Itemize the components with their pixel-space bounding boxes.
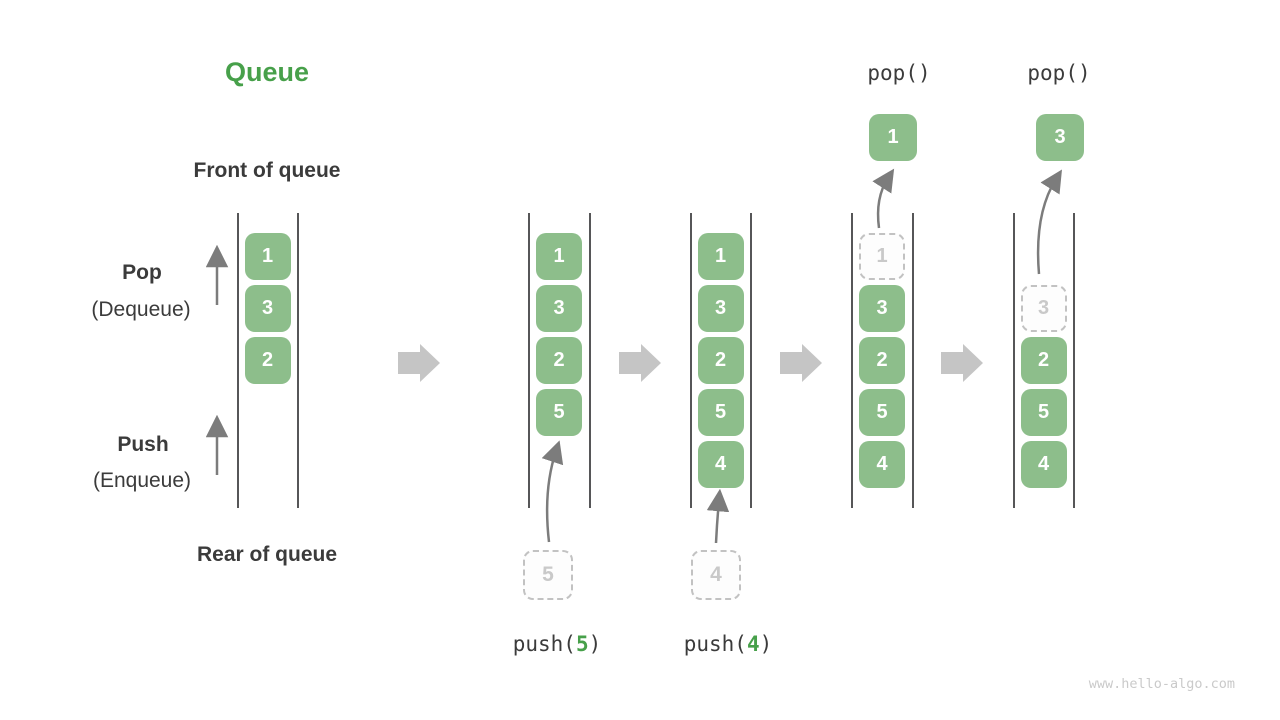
- pop-label: Pop: [122, 261, 162, 284]
- queue-item: 4: [697, 441, 744, 488]
- queue-item: 2: [859, 337, 905, 384]
- transition-arrow-icon: [780, 344, 822, 382]
- queue-item: 2: [536, 337, 582, 384]
- push-label: Push: [117, 433, 169, 456]
- queue-item: 1: [536, 233, 582, 280]
- queue-item: 4: [859, 441, 905, 488]
- queue-item: 2: [244, 337, 291, 384]
- incoming-item-dashed: 5: [523, 550, 573, 600]
- pop-1-arrow-icon: [872, 168, 895, 229]
- transition-arrow-icon: [619, 344, 661, 382]
- push-call-prefix: push(: [683, 632, 747, 656]
- push-call-label-2: push(4): [684, 632, 773, 656]
- push-4-arrow-icon: [706, 488, 730, 544]
- push-call-arg: 5: [575, 632, 589, 656]
- push-call-prefix: push(: [512, 632, 576, 656]
- popped-item: 3: [1036, 114, 1084, 161]
- queue-item: 1: [244, 233, 291, 280]
- push-call-label-1: push(5): [513, 632, 602, 656]
- queue-wall-right: [1073, 213, 1075, 508]
- transition-arrow-icon: [941, 344, 983, 382]
- queue-item: 5: [1020, 389, 1067, 436]
- queue-wall-right: [750, 213, 752, 508]
- queue-item: 4: [1020, 441, 1067, 488]
- queue-item: 3: [244, 285, 291, 332]
- popped-item: 1: [869, 114, 917, 161]
- push-call-arg: 4: [746, 632, 760, 656]
- enqueue-label: (Enqueue): [92, 469, 192, 492]
- queue-wall-left: [689, 213, 692, 508]
- figure-title: Queue: [224, 57, 310, 87]
- queue-item-dashed: 3: [1020, 285, 1067, 332]
- rear-of-queue-label: Rear of queue: [196, 543, 338, 566]
- queue-item: 5: [697, 389, 744, 436]
- incoming-item-dashed: 4: [691, 550, 741, 600]
- pop-3-arrow-icon: [1036, 169, 1062, 275]
- queue-item: 3: [536, 285, 582, 332]
- queue-wall-right: [911, 213, 914, 508]
- queue-wall-left: [851, 213, 853, 508]
- push-call-suffix: ): [759, 632, 773, 656]
- queue-item: 5: [536, 389, 582, 436]
- queue-wall-right: [297, 213, 299, 508]
- queue-wall-left: [528, 213, 530, 508]
- watermark: www.hello-algo.com: [1088, 676, 1235, 692]
- pop-call-label-2: pop(): [1027, 61, 1091, 85]
- queue-item: 1: [697, 233, 744, 280]
- queue-item: 3: [859, 285, 905, 332]
- queue-item: 5: [859, 389, 905, 436]
- queue-item: 2: [1020, 337, 1067, 384]
- queue-wall-left: [1012, 213, 1015, 508]
- queue-item: 2: [697, 337, 744, 384]
- push-5-arrow-icon: [541, 440, 564, 543]
- front-of-queue-label: Front of queue: [193, 159, 341, 182]
- queue-wall-left: [236, 213, 239, 508]
- queue-wall-right: [588, 213, 591, 508]
- transition-arrow-icon: [398, 344, 440, 382]
- queue-item: 3: [697, 285, 744, 332]
- push-call-suffix: ): [588, 632, 602, 656]
- dequeue-label: (Dequeue): [91, 298, 191, 321]
- queue-item-dashed: 1: [859, 233, 905, 280]
- pop-call-label-1: pop(): [867, 61, 931, 85]
